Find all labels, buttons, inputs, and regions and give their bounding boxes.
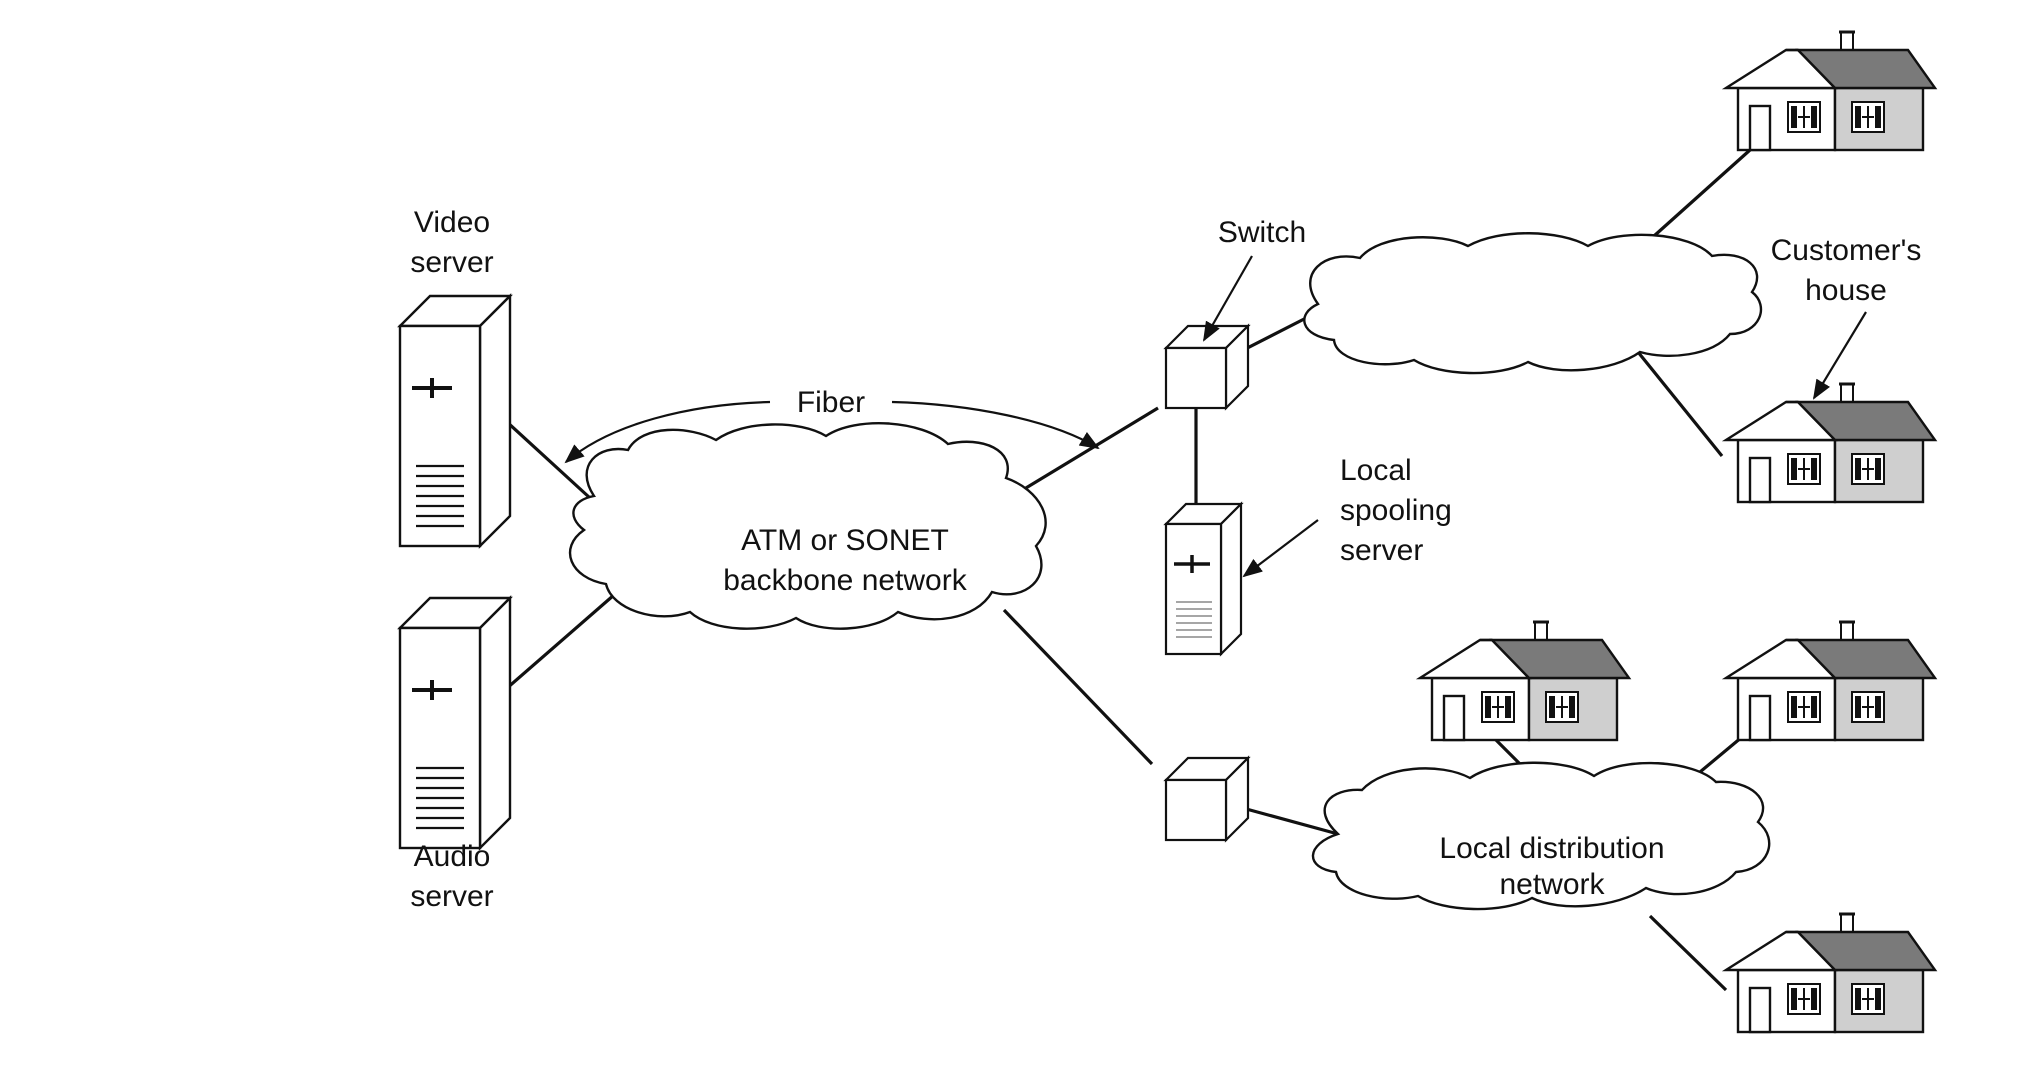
svg-text:Local distribution: Local distribution [1439, 832, 1664, 865]
customers-house-arrow [1812, 311, 1867, 400]
switch-label-arrow [1203, 255, 1253, 342]
svg-text:server: server [1340, 534, 1423, 567]
spooling-label-arrow [1242, 519, 1319, 578]
fiber-label: Fiber [797, 386, 865, 419]
upper-switch-icon [1164, 324, 1250, 410]
house-icon [1726, 32, 1935, 150]
house-icon [1726, 622, 1935, 740]
house-icon [1726, 914, 1935, 1032]
house-icon [1420, 622, 1629, 740]
svg-text:Customer's: Customer's [1771, 234, 1922, 267]
upper-distribution-cloud [1303, 232, 1763, 375]
customers-house-label: Customer's house [1771, 234, 1922, 307]
fiber-arrow-right [891, 400, 1100, 450]
local-distribution-label: Local distribution network [1439, 832, 1664, 901]
audio-server-icon [398, 596, 512, 850]
switch-label: Switch [1218, 216, 1306, 249]
svg-text:network: network [1499, 868, 1605, 901]
svg-text:server: server [410, 246, 493, 279]
svg-text:server: server [410, 880, 493, 913]
fiber-arrow-left [564, 400, 771, 464]
video-server-icon [398, 294, 512, 548]
local-distribution-cloud [1311, 761, 1771, 911]
backbone-label: ATM or SONET backbone network [723, 524, 967, 597]
backbone-cloud [568, 422, 1047, 630]
svg-text:Video: Video [414, 206, 490, 239]
svg-text:spooling: spooling [1340, 494, 1452, 527]
video-server-label: Video server [410, 206, 493, 279]
svg-text:house: house [1805, 274, 1887, 307]
svg-text:Local: Local [1340, 454, 1412, 487]
house-icon [1726, 384, 1935, 502]
svg-text:Audio: Audio [414, 840, 491, 873]
lower-switch-icon [1164, 756, 1250, 842]
svg-text:backbone network: backbone network [723, 564, 967, 597]
local-spooling-server-icon [1164, 502, 1243, 656]
svg-text:ATM or SONET: ATM or SONET [741, 524, 949, 557]
audio-server-label: Audio server [410, 840, 493, 913]
local-spooling-server-label: Local spooling server [1340, 454, 1452, 567]
